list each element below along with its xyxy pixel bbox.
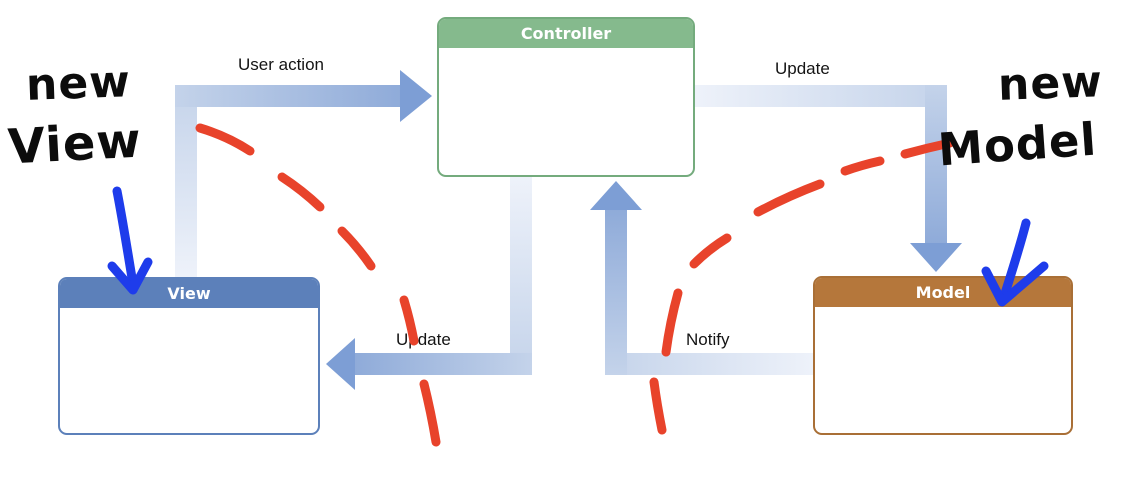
controller-box: Controller [437,17,695,177]
view-box: View [58,277,320,435]
controller-box-title: Controller [439,19,693,50]
annotation-new-view-line2: View [6,112,144,176]
model-box-title: Model [815,278,1071,309]
annotation-new-model-line2: Model [936,112,1099,177]
user-action-arrow [175,70,432,277]
annotation-new-view-line1: new [25,56,132,111]
update-model-arrow [695,85,962,272]
update-view-label: Update [396,330,451,349]
update-view-arrow [326,177,532,390]
update-model-label: Update [775,59,830,78]
notify-label: Notify [686,330,730,349]
view-box-title: View [60,279,318,310]
model-box: Model [813,276,1073,435]
handdrawn-arrow-view [107,186,153,295]
annotation-new-model-line1: new [997,56,1104,111]
user-action-label: User action [238,55,324,74]
